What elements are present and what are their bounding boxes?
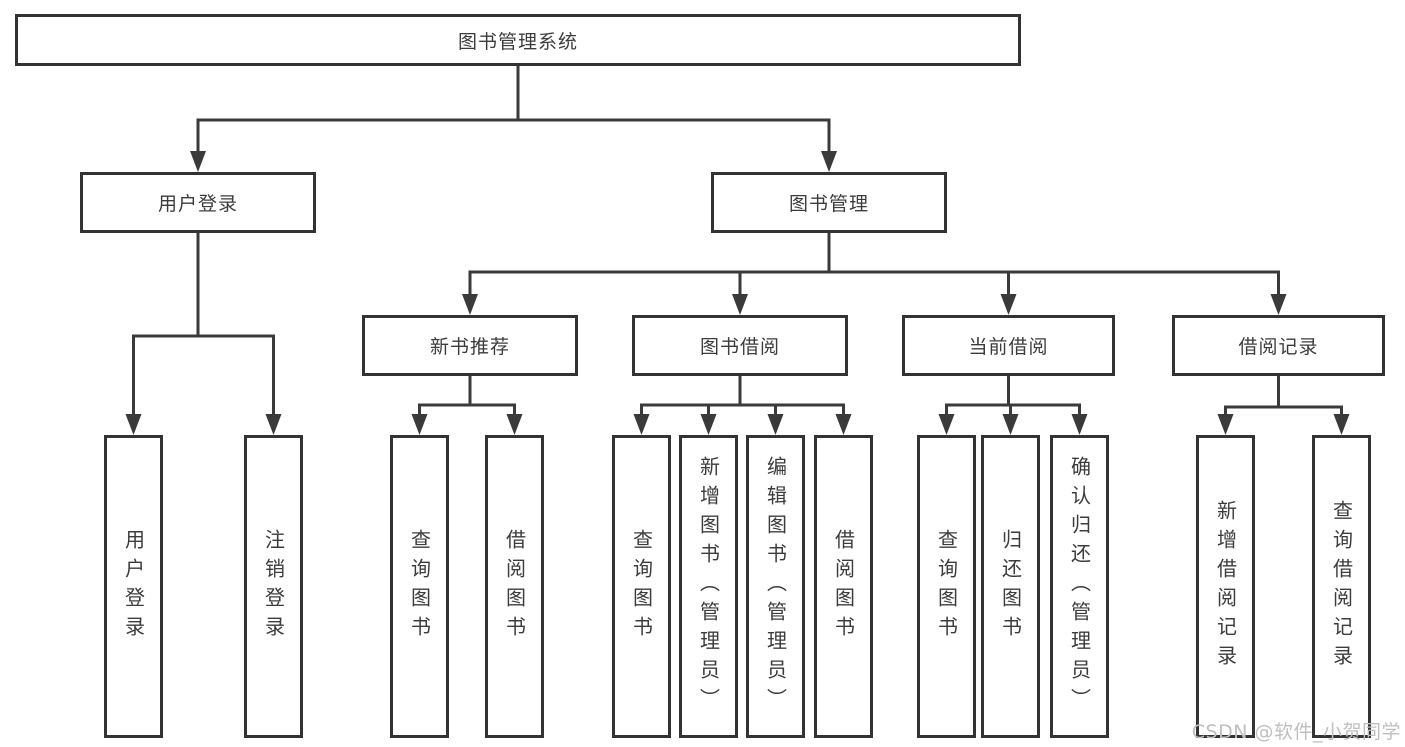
- leaf-add-borrow-record: 新增借阅记录: [1196, 435, 1255, 738]
- branch-book-management-label: 图书管理: [788, 193, 869, 215]
- leaf-confirm-return-admin-label: 确认归还（管理员）: [1067, 456, 1092, 717]
- leaf-add-book-admin-label: 新增图书（管理员）: [696, 456, 721, 717]
- leaf-add-book-admin: 新增图书（管理员）: [679, 435, 738, 738]
- leaf-edit-book-admin-label: 编辑图书（管理员）: [763, 456, 788, 717]
- leaf-logout: 注销登录: [244, 435, 303, 738]
- section-borrowing-records-label: 借阅记录: [1238, 336, 1319, 358]
- section-current-borrowing-label: 当前借阅: [968, 336, 1049, 358]
- section-new-book-recommendation-label: 新书推荐: [429, 336, 510, 358]
- leaf-query-borrow-record: 查询借阅记录: [1312, 435, 1371, 738]
- section-borrowing-records: 借阅记录: [1172, 315, 1385, 376]
- section-current-borrowing: 当前借阅: [902, 315, 1115, 376]
- leaf-query-books-current-label: 查询图书: [934, 528, 959, 645]
- section-book-borrowing: 图书借阅: [632, 315, 848, 376]
- branch-book-management: 图书管理: [711, 172, 947, 233]
- leaf-user-login-label: 用户登录: [121, 528, 146, 645]
- leaf-borrow-books-recommend: 借阅图书: [485, 435, 544, 738]
- leaf-edit-book-admin: 编辑图书（管理员）: [746, 435, 805, 738]
- leaf-query-books-recommend: 查询图书: [390, 435, 449, 738]
- leaf-borrow-books: 借阅图书: [814, 435, 873, 738]
- branch-user-login-label: 用户登录: [157, 193, 238, 215]
- leaf-return-book-label: 归还图书: [998, 528, 1023, 645]
- leaf-query-borrow-record-label: 查询借阅记录: [1329, 499, 1354, 674]
- leaf-query-books-borrow: 查询图书: [612, 435, 671, 738]
- leaf-add-borrow-record-label: 新增借阅记录: [1213, 499, 1238, 674]
- leaf-return-book: 归还图书: [981, 435, 1040, 738]
- leaf-user-login: 用户登录: [104, 435, 163, 738]
- root-node-library-system: 图书管理系统: [15, 14, 1021, 66]
- section-book-borrowing-label: 图书借阅: [699, 336, 780, 358]
- leaf-logout-label: 注销登录: [261, 528, 286, 645]
- branch-user-login: 用户登录: [80, 172, 316, 233]
- leaf-query-books-borrow-label: 查询图书: [629, 528, 654, 645]
- leaf-query-books-recommend-label: 查询图书: [407, 528, 432, 645]
- section-new-book-recommendation: 新书推荐: [362, 315, 578, 376]
- leaf-confirm-return-admin: 确认归还（管理员）: [1050, 435, 1109, 738]
- csdn-watermark: CSDN @软件_小贺同学: [1191, 721, 1401, 743]
- leaf-borrow-books-recommend-label: 借阅图书: [502, 528, 527, 645]
- root-node-label: 图书管理系统: [457, 30, 578, 53]
- leaf-query-books-current: 查询图书: [917, 435, 976, 738]
- leaf-borrow-books-label: 借阅图书: [831, 528, 856, 645]
